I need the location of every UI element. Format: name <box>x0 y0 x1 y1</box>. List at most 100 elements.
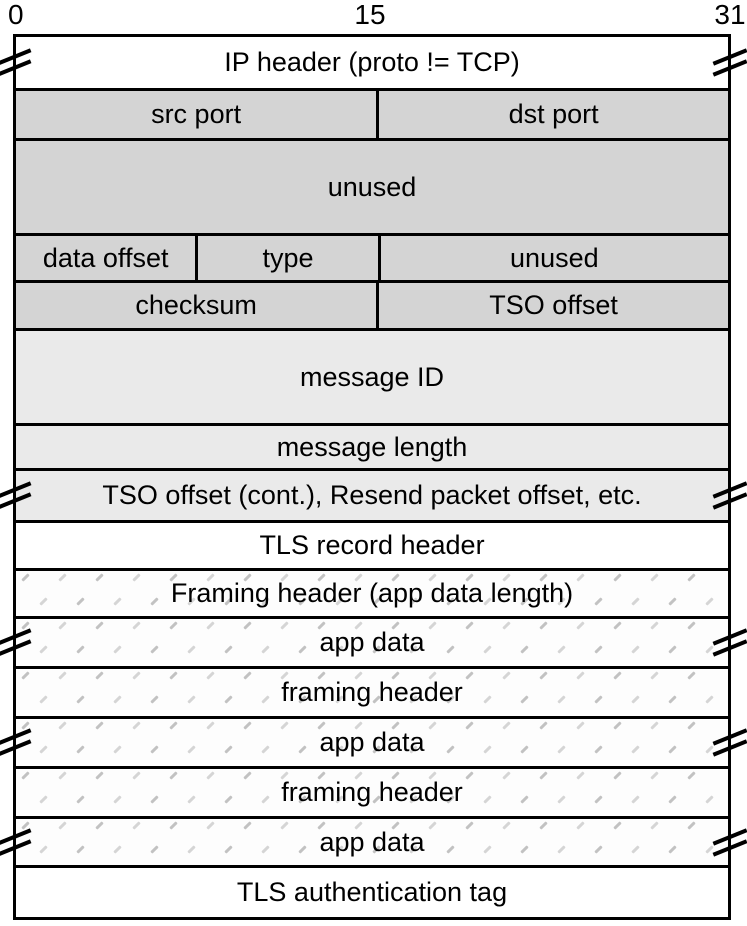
hatch-dash <box>539 821 548 830</box>
hatch-dash <box>243 621 252 630</box>
hatch-dash <box>298 645 307 654</box>
hatch-dash <box>113 645 122 654</box>
field-label: framing header <box>281 677 463 707</box>
hatch-dash <box>502 621 511 630</box>
hatch-dash <box>576 721 585 730</box>
hatch-dash <box>224 795 233 804</box>
hatch-dash <box>687 821 696 830</box>
hatch-dash <box>613 721 622 730</box>
hatch-dash <box>187 845 196 854</box>
hatch-dash <box>187 645 196 654</box>
row-message-id: message ID <box>16 331 728 426</box>
hatch-dash <box>206 621 215 630</box>
hatch-dash <box>557 745 566 754</box>
hatch-dash <box>206 721 215 730</box>
hatch-dash <box>446 645 455 654</box>
hatch-dash <box>650 721 659 730</box>
hatch-dash <box>705 795 714 804</box>
hatch-dash <box>224 745 233 754</box>
hatch-dash <box>428 621 437 630</box>
hatch-dash <box>243 671 252 680</box>
hatch-dash <box>224 645 233 654</box>
hatch-dash <box>668 795 677 804</box>
field-label: unused <box>327 171 417 202</box>
hatch-dash <box>113 695 122 704</box>
hatch-dash <box>539 771 548 780</box>
hatch-dash <box>187 745 196 754</box>
hatch-dash <box>428 721 437 730</box>
hatch-dash <box>520 795 529 804</box>
hatch-dash <box>687 721 696 730</box>
field-cell-tls-auth-tag-0: TLS authentication tag <box>16 868 728 917</box>
hatch-dash <box>687 573 696 582</box>
hatch-dash <box>539 621 548 630</box>
field-label: message ID <box>299 361 445 392</box>
hatch-dash <box>21 573 30 582</box>
hatch-dash <box>502 671 511 680</box>
field-cell-offset-type-unused-1: type <box>195 236 377 280</box>
hatch-dash <box>150 695 159 704</box>
hatch-dash <box>169 621 178 630</box>
hatch-dash <box>705 745 714 754</box>
hatch-dash <box>39 597 48 606</box>
field-label: type <box>262 242 314 273</box>
row-framing-header-2: framing header <box>16 669 728 719</box>
hatch-dash <box>520 645 529 654</box>
field-cell-tls-record-header-0: TLS record header <box>16 523 728 568</box>
field-cell-app-data-1-0: app data <box>16 619 728 666</box>
hatch-dash <box>39 645 48 654</box>
row-tso-cont: TSO offset (cont.), Resend packet offset… <box>0 471 747 523</box>
hatch-dash <box>150 795 159 804</box>
hatch-dash <box>465 671 474 680</box>
hatch-dash <box>132 621 141 630</box>
field-cell-app-data-2-0: app data <box>16 719 728 766</box>
field-label: TLS authentication tag <box>236 877 508 907</box>
hatch-dash <box>39 695 48 704</box>
hatch-dash <box>206 821 215 830</box>
hatch-dash <box>557 695 566 704</box>
hatch-dash <box>132 771 141 780</box>
hatch-dash <box>132 721 141 730</box>
hatch-dash <box>76 645 85 654</box>
field-label: src port <box>151 99 242 129</box>
hatch-dash <box>613 771 622 780</box>
hatch-dash <box>243 821 252 830</box>
field-cell-app-data-3-0: app data <box>16 819 728 865</box>
hatch-dash <box>261 795 270 804</box>
hatch-dash <box>39 795 48 804</box>
hatch-dash <box>58 573 67 582</box>
field-label: TSO offset (cont.), Resend packet offset… <box>102 480 642 510</box>
hatch-dash <box>539 671 548 680</box>
row-tls-auth-tag: TLS authentication tag <box>16 868 728 917</box>
field-cell-checksum-tso-1: TSO offset <box>376 283 728 328</box>
hatch-dash <box>58 821 67 830</box>
hatch-dash <box>631 745 640 754</box>
hatch-dash <box>687 621 696 630</box>
hatch-dash <box>428 821 437 830</box>
hatch-dash <box>502 771 511 780</box>
bit-label-15: 15 <box>354 0 386 30</box>
field-cell-ports-0: src port <box>16 91 376 138</box>
hatch-dash <box>594 745 603 754</box>
hatch-dash <box>21 671 30 680</box>
hatch-dash <box>169 821 178 830</box>
field-cell-message-length-0: message length <box>16 426 728 468</box>
bit-label-31: 31 <box>714 0 746 30</box>
hatch-dash <box>576 621 585 630</box>
hatch-dash <box>465 771 474 780</box>
hatch-dash <box>261 745 270 754</box>
hatch-dash <box>631 845 640 854</box>
hatch-dash <box>705 695 714 704</box>
field-cell-offset-type-unused-2: unused <box>377 236 728 280</box>
hatch-dash <box>132 573 141 582</box>
hatch-dash <box>483 845 492 854</box>
field-cell-message-id-0: message ID <box>16 331 728 423</box>
hatch-dash <box>594 695 603 704</box>
field-label: checksum <box>135 290 257 320</box>
field-cell-framing-header-3-0: framing header <box>16 769 728 816</box>
hatch-dash <box>483 745 492 754</box>
hatch-dash <box>113 845 122 854</box>
hatch-dash <box>465 621 474 630</box>
